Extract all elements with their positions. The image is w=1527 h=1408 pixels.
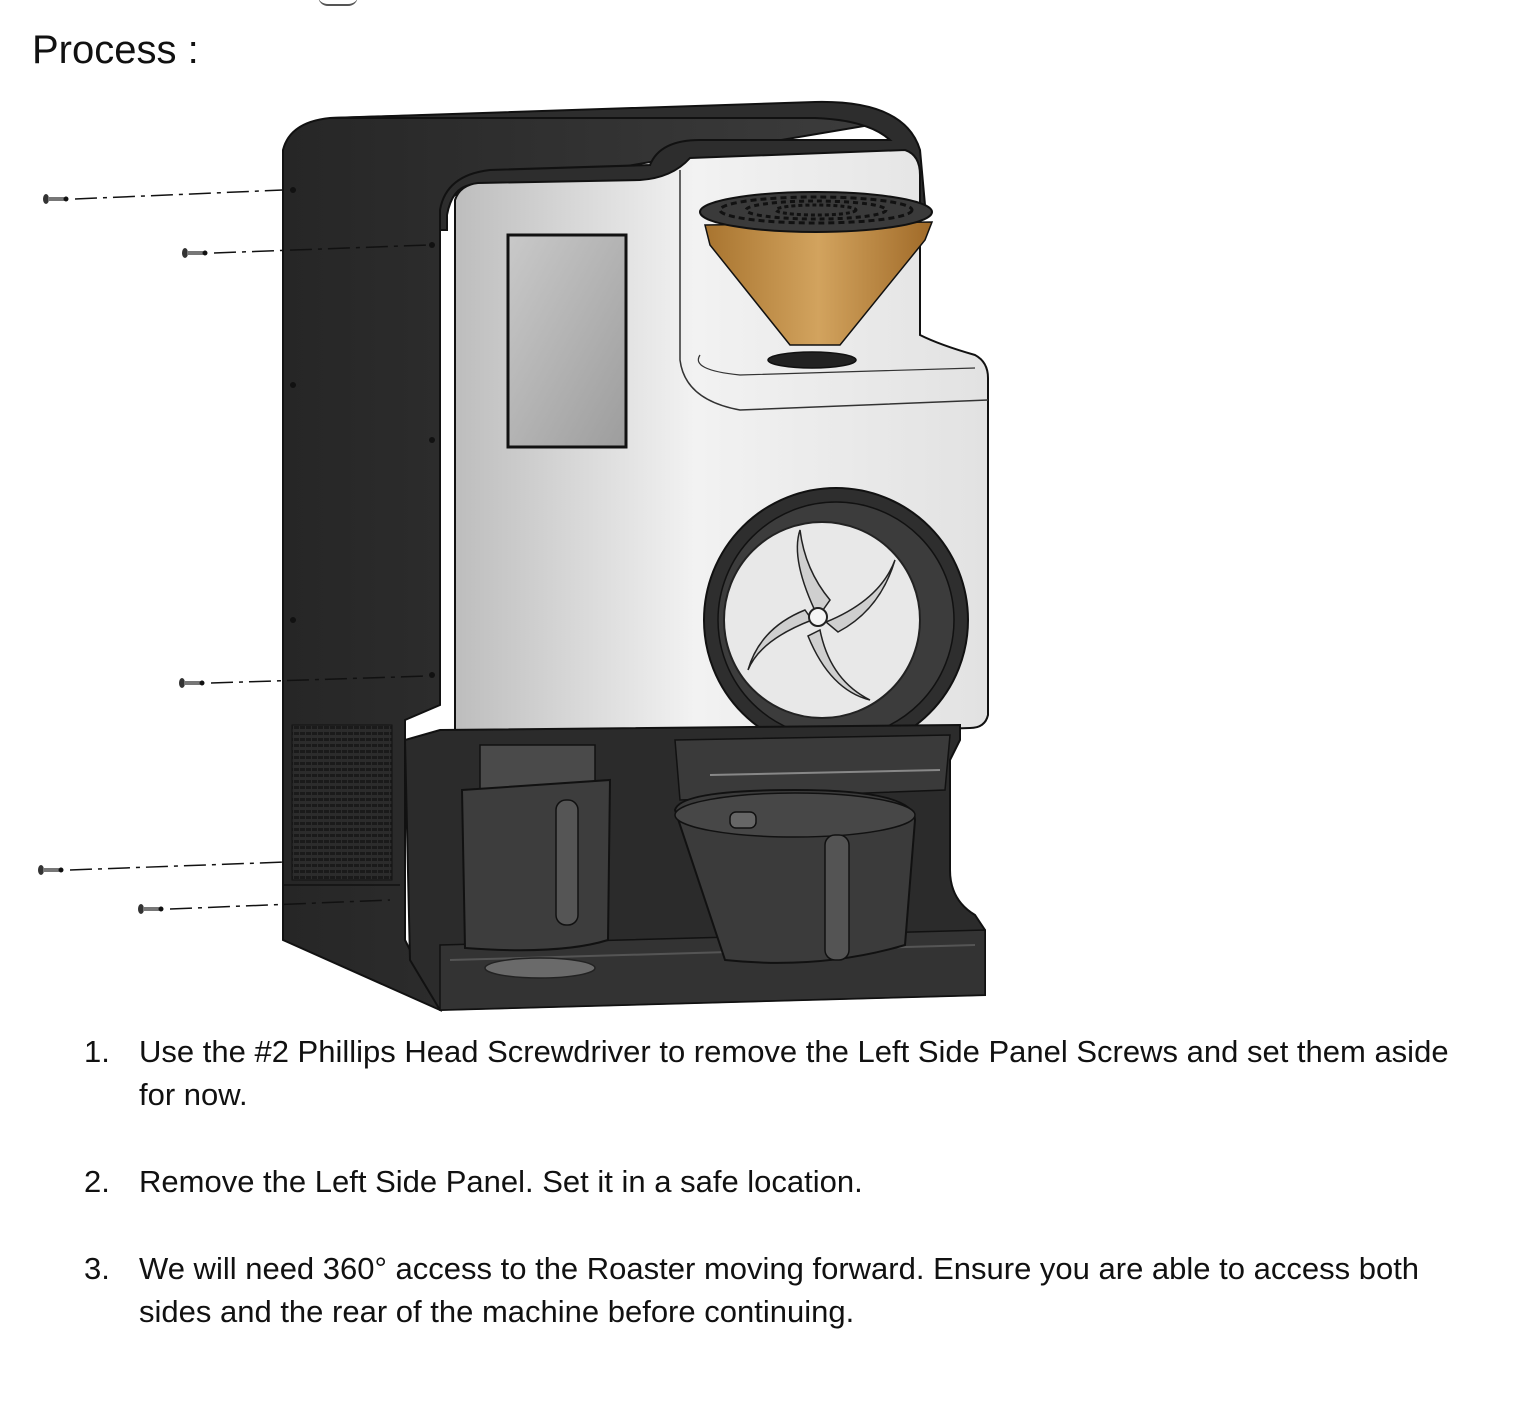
bean-hopper xyxy=(699,191,934,369)
step-1: 1. Use the #2 Phillips Head Screwdriver … xyxy=(84,1030,1484,1116)
step-text: Remove the Left Side Panel. Set it in a … xyxy=(139,1164,863,1199)
roaster-figure xyxy=(0,90,1527,1020)
lower-base xyxy=(403,723,986,1012)
top-cap xyxy=(329,100,927,231)
chaff-collector xyxy=(460,778,612,952)
screw-icon xyxy=(179,675,429,688)
roaster-drum-window xyxy=(703,487,969,753)
step-text: Use the #2 Phillips Head Screwdriver to … xyxy=(139,1034,1449,1112)
step-number: 1. xyxy=(84,1034,110,1069)
screw-icon xyxy=(182,244,429,258)
side-panel-screws xyxy=(38,189,429,914)
step-3: 3. We will need 360° access to the Roast… xyxy=(84,1247,1484,1333)
step-number: 2. xyxy=(84,1164,110,1199)
page-heading: Process : xyxy=(32,28,199,72)
step-2: 2. Remove the Left Side Panel. Set it in… xyxy=(84,1160,1484,1203)
instruction-steps: 1. Use the #2 Phillips Head Screwdriver … xyxy=(84,1030,1484,1377)
screw-icon xyxy=(43,189,284,204)
screw-icon xyxy=(138,899,391,914)
top-edge-fragment xyxy=(318,0,358,6)
left-side-panel xyxy=(282,102,873,1013)
screw-icon xyxy=(38,861,287,875)
step-number: 3. xyxy=(84,1251,110,1286)
vent-grille xyxy=(291,724,393,881)
step-text: We will need 360° access to the Roaster … xyxy=(139,1251,1420,1329)
roaster-illustration xyxy=(38,100,989,1013)
display-screen xyxy=(506,233,628,449)
